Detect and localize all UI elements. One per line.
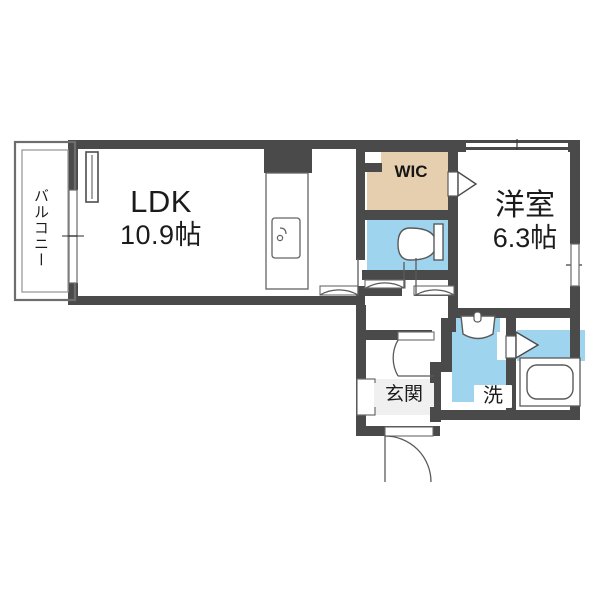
- ldk-hall-door: [319, 258, 359, 296]
- washroom-door: [392, 331, 435, 377]
- bedroom-hall-door: [413, 258, 455, 296]
- wall-hall-washroom: [441, 318, 452, 368]
- wall-hall-mid: [356, 330, 406, 340]
- wall-wic-toilet-divider: [362, 210, 458, 220]
- wall-bedroom-top-left: [452, 140, 466, 152]
- wall-wic-left-jog: [362, 163, 382, 172]
- wall-washroom-upper-left: [448, 318, 456, 332]
- shoe-cabinet: [356, 378, 376, 416]
- room-fill-balcony: [15, 142, 75, 300]
- doors: [319, 170, 540, 483]
- wall-hall-washroom-lower: [430, 362, 452, 372]
- wall-bedroom-bottom: [448, 308, 580, 318]
- wall-hall-washroom-bottom: [430, 372, 441, 422]
- sliding-glass-door-balcony: [62, 189, 84, 284]
- wall-ldk-right: [356, 140, 365, 260]
- ldk-window: [85, 151, 99, 203]
- wall-bedroom-right-upper: [570, 148, 580, 244]
- wall-wic-top: [362, 140, 458, 152]
- bath-folding-door: [505, 330, 540, 360]
- room-fill-yoshitsu: [458, 148, 568, 312]
- wall-washroom-bath-divider-lower: [506, 356, 516, 412]
- wall-washroom-bath-divider: [506, 318, 516, 336]
- kitchen-sink-counter: [265, 172, 309, 290]
- toilet-door: [364, 262, 406, 289]
- bathtub-fixture: [519, 357, 581, 407]
- wall-ldk-bottom: [68, 296, 365, 305]
- walls: [68, 140, 580, 436]
- wall-genkan-left: [356, 305, 366, 435]
- washbasin-fixture: [460, 311, 496, 340]
- room-fill-genkan: [368, 379, 430, 415]
- wall-ldk-top-left: [68, 140, 264, 149]
- openings: [62, 139, 582, 287]
- wall-washroom-bottom: [440, 410, 580, 420]
- bedroom-right-window-frame: [570, 243, 580, 287]
- wall-kitchen-alcove: [264, 140, 312, 173]
- wall-ldk-left-lower: [68, 283, 78, 305]
- wall-hall-top-stub-left: [356, 286, 402, 296]
- fixtures: [265, 172, 581, 416]
- wall-toilet-bottom: [362, 270, 458, 280]
- wall-ldk-top-right: [312, 140, 362, 149]
- room-fill-wic: [367, 152, 455, 210]
- entrance-door: [384, 426, 434, 483]
- toilet-fixture: [397, 223, 444, 261]
- room-fill-ldk: [74, 148, 360, 296]
- wall-wic-right-lower: [448, 194, 458, 284]
- room-fill-washroom: [441, 328, 508, 402]
- wall-ldk-left-upper: [68, 140, 78, 190]
- wic-folding-door: [447, 170, 478, 198]
- wall-bedroom-right-lower: [570, 286, 580, 322]
- wall-wic-right: [448, 152, 458, 174]
